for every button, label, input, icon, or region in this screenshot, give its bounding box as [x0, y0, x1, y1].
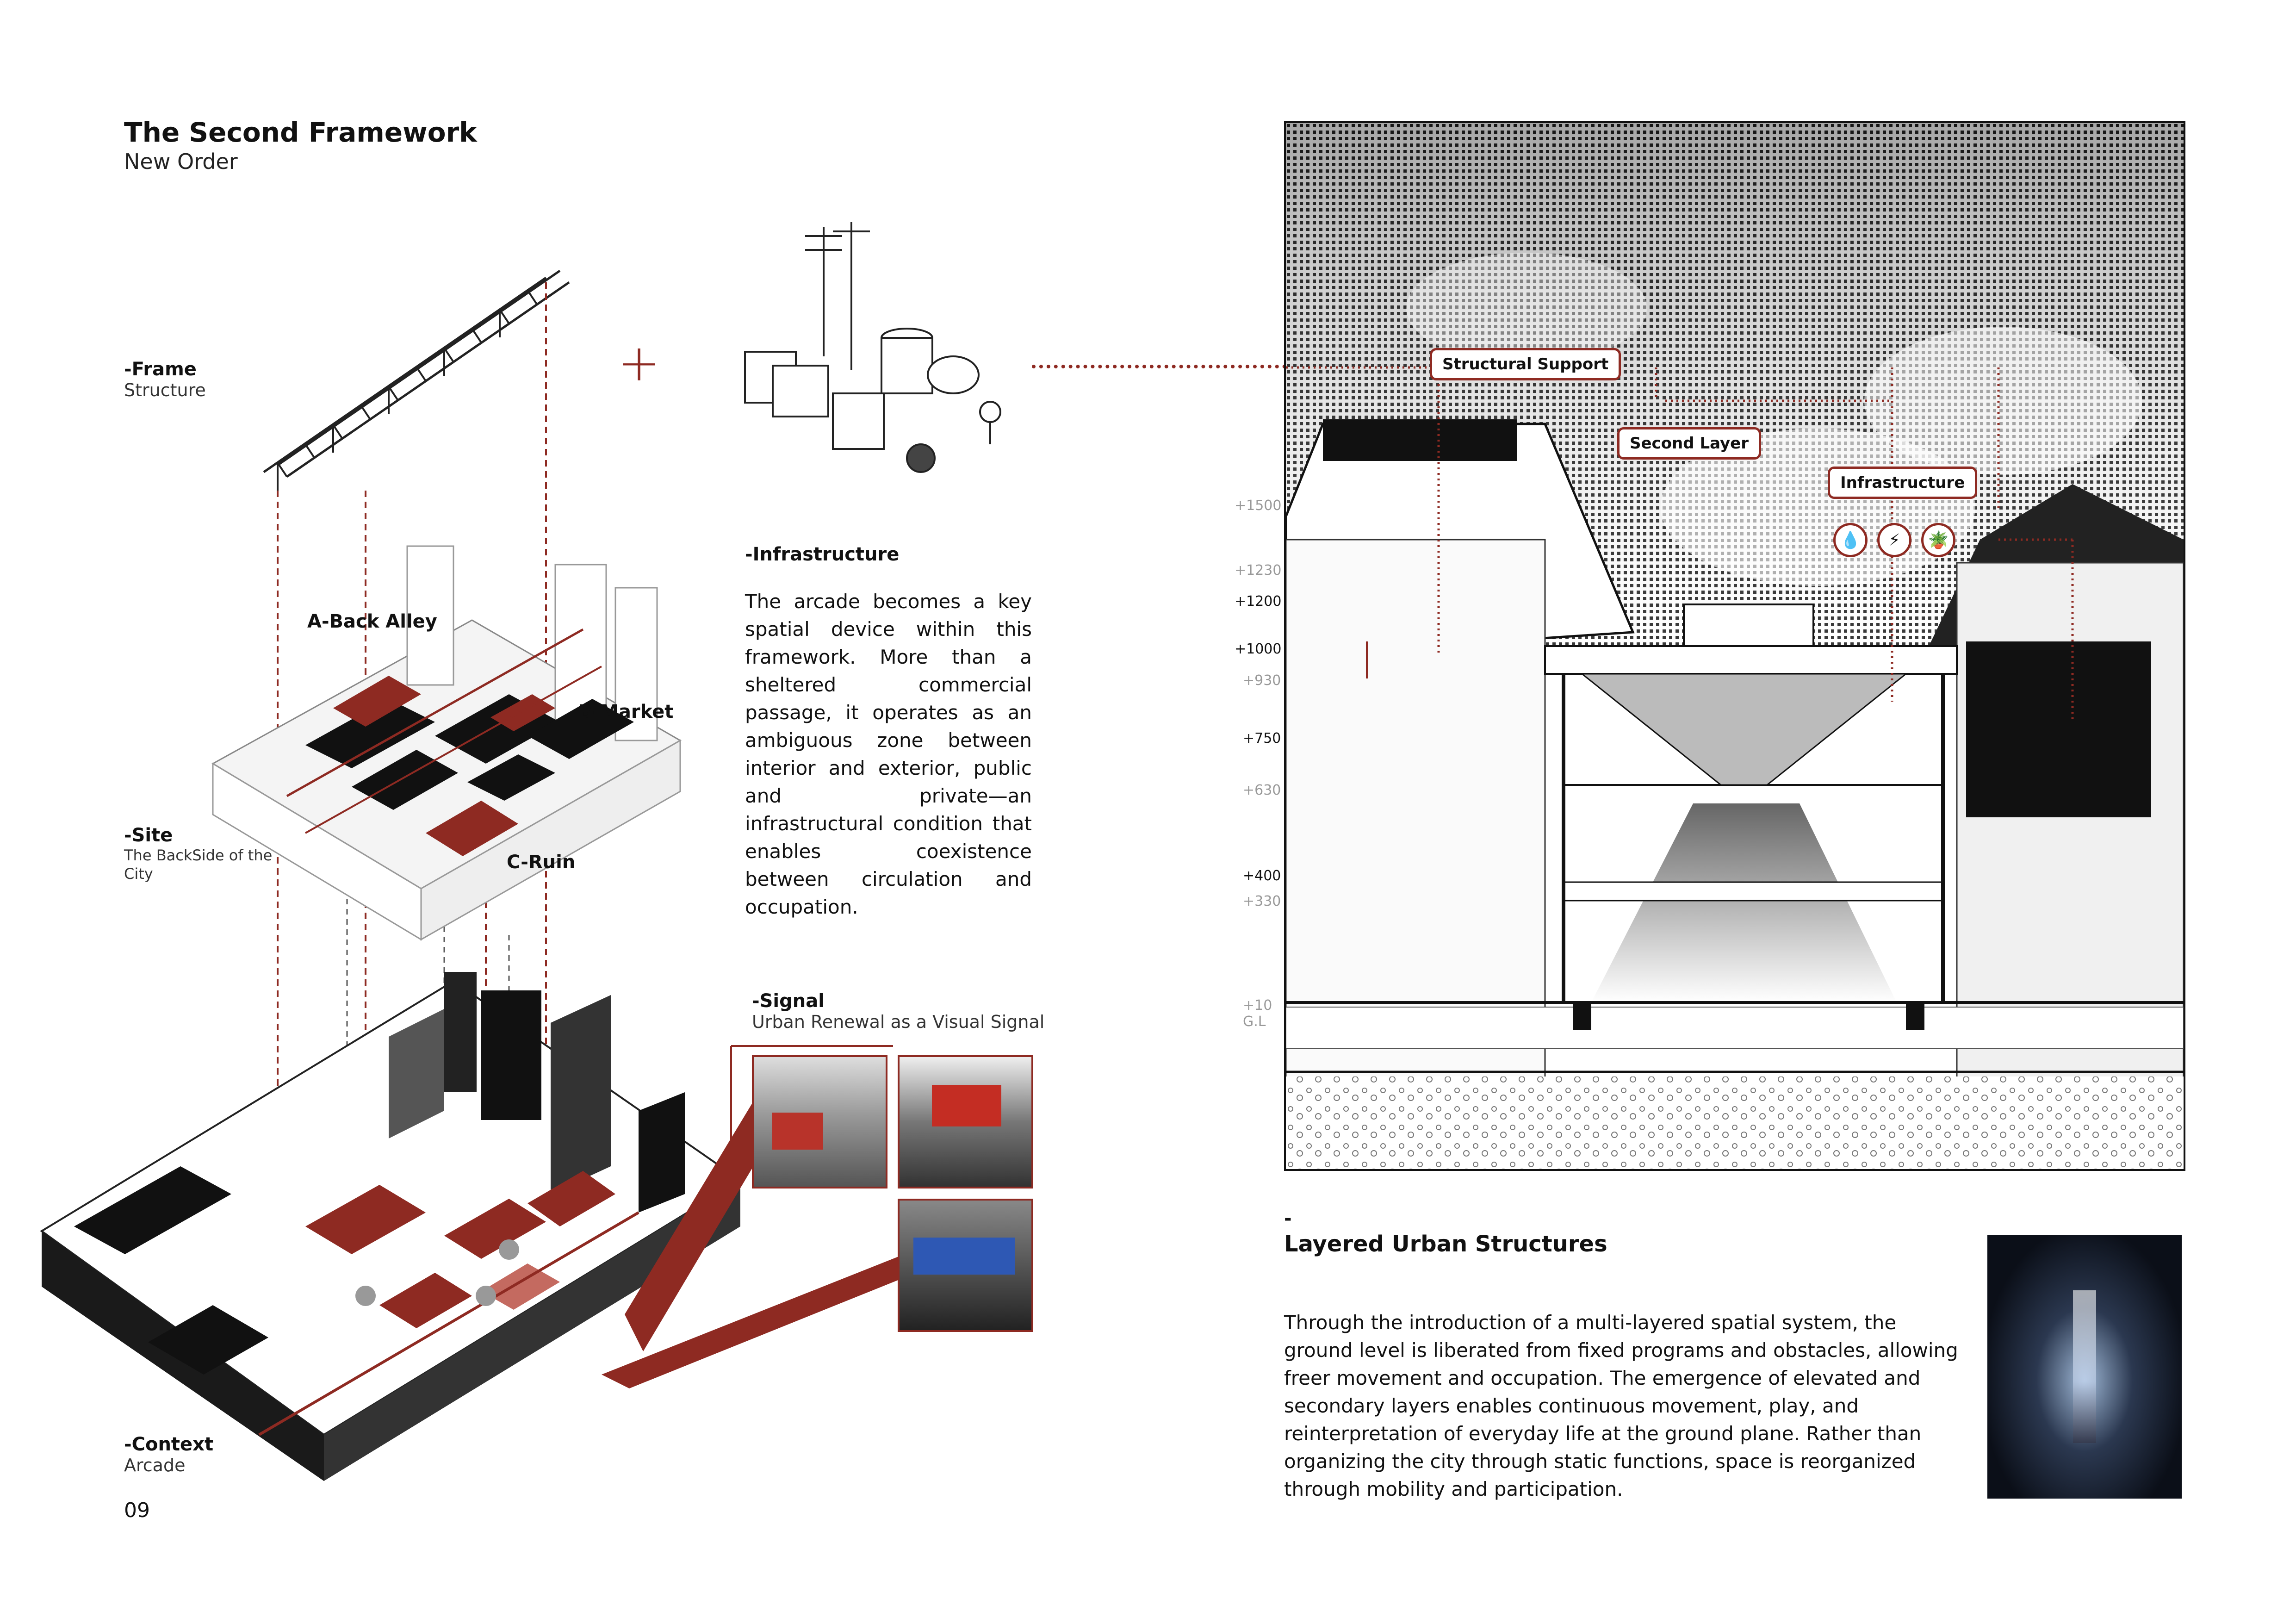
shop-sign-shape	[932, 1085, 1001, 1126]
frame-label: -Frame Structure	[124, 359, 206, 400]
signal-photo-3	[898, 1199, 1033, 1332]
context-label: -Context Arcade	[124, 1434, 213, 1475]
site-sub: The BackSide of the City	[124, 846, 273, 883]
back-alley-label: A-Back Alley	[307, 611, 437, 632]
elevation-label: +930	[1243, 672, 1281, 689]
frame-title: -Frame	[124, 359, 197, 380]
signal-sub: Urban Renewal as a Visual Signal	[752, 1012, 1045, 1032]
page-subtitle: New Order	[124, 149, 238, 174]
site-label: -Site The BackSide of the City	[124, 825, 277, 883]
plus-sign: +	[618, 333, 661, 392]
infrastructure-title: -Infrastructure	[745, 544, 900, 565]
frame-sub: Structure	[124, 380, 206, 400]
layered-dash: -	[1284, 1208, 1292, 1229]
elevation-label: +750	[1243, 730, 1281, 747]
axonometric-diagram	[40, 269, 939, 1481]
site-model-drawing	[211, 545, 682, 941]
elevation-label: +1200	[1235, 593, 1282, 610]
plant-pot-icon: 🪴	[1921, 523, 1955, 557]
callout-infrastructure: Infrastructure	[1828, 467, 1978, 499]
infrastructure-text: The arcade becomes a key spatial device …	[745, 590, 1032, 918]
context-title: -Context	[124, 1434, 214, 1455]
page-number: 09	[124, 1499, 150, 1522]
section-illustration	[1286, 123, 2184, 1169]
elevation-label: +1230	[1235, 562, 1282, 579]
context-model-drawing	[40, 972, 939, 1481]
connector-dotted-line	[1032, 365, 1286, 368]
corridor-light-shape	[2073, 1290, 2096, 1443]
layered-title: Layered Urban Structures	[1284, 1231, 1607, 1257]
signal-photo-2	[898, 1055, 1033, 1188]
page-title: The Second Framework	[124, 117, 477, 148]
frame-structure-drawing	[263, 269, 570, 491]
section-drawing	[1284, 121, 2185, 1171]
signal-photo-1	[752, 1055, 887, 1188]
layered-text: Through the introduction of a multi-laye…	[1284, 1311, 1958, 1500]
elevation-label: +1500	[1235, 498, 1282, 514]
elevation-label: +400	[1243, 868, 1281, 884]
elevation-label: +1000	[1235, 641, 1282, 657]
site-title: -Site	[124, 825, 173, 846]
water-drop-icon: 💧	[1833, 523, 1868, 557]
elevation-label: G.L	[1243, 1014, 1266, 1030]
elevation-label: +10	[1243, 997, 1272, 1014]
context-sub: Arcade	[124, 1455, 186, 1475]
elevation-label: +630	[1243, 782, 1281, 798]
market-label: B-Market	[578, 701, 674, 722]
signal-label: -Signal Urban Renewal as a Visual Signal	[752, 990, 1044, 1032]
infrastructure-drawing	[744, 222, 1001, 473]
signal-title: -Signal	[752, 990, 825, 1012]
callout-second-layer: Second Layer	[1617, 427, 1761, 460]
elevation-label: +330	[1243, 893, 1281, 909]
ruin-label: C-Ruin	[507, 852, 576, 873]
lightning-icon: ⚡	[1877, 523, 1911, 557]
callout-structural-support: Structural Support	[1430, 348, 1621, 380]
billboard-shape	[772, 1113, 823, 1150]
blue-sign-shape	[913, 1238, 1015, 1275]
corridor-photo	[1987, 1235, 2182, 1499]
